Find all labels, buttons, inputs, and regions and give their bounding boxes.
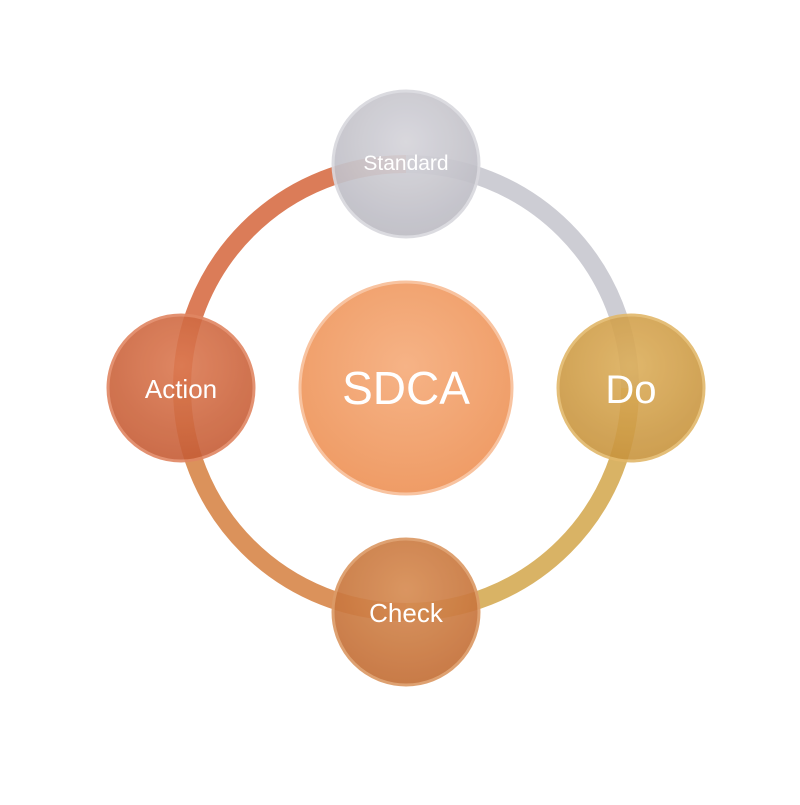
center-node: SDCA (298, 280, 514, 496)
node-do: Do (556, 313, 706, 463)
check-circle (331, 537, 481, 687)
do-circle (556, 313, 706, 463)
action-label: Action (145, 374, 217, 404)
standard-circle (331, 89, 481, 239)
node-check: Check (331, 537, 481, 687)
center-label: SDCA (342, 362, 470, 414)
node-standard: Standard (331, 89, 481, 239)
standard-label: Standard (363, 152, 448, 175)
action-circle (106, 313, 256, 463)
do-label: Do (605, 368, 656, 412)
check-label: Check (369, 598, 444, 628)
node-action: Action (106, 313, 256, 463)
center-circle (298, 280, 514, 496)
